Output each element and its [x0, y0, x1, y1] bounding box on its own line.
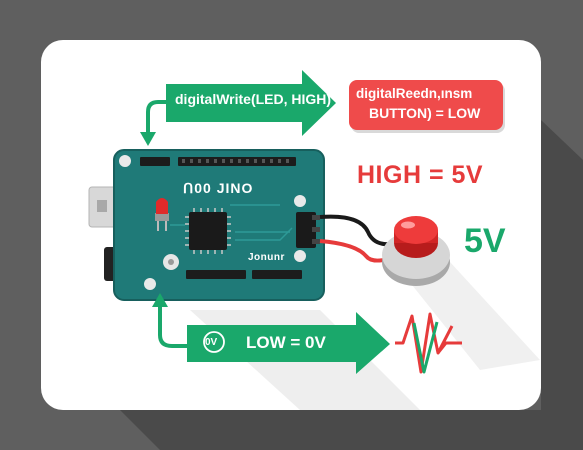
black-wire: [319, 214, 393, 247]
read-code-line2: BUTTON) = LOW: [369, 105, 481, 121]
board-name: ꓵ00 JINO: [183, 180, 254, 196]
top-arrow: [166, 70, 336, 136]
red-led: [156, 198, 168, 214]
read-code-line1: digitalReedn,ınsm: [356, 86, 473, 101]
top-arrow-connector-head: [140, 132, 156, 146]
read-code-box: [349, 80, 503, 130]
red-wire: [319, 239, 393, 263]
five-volt-label: 5V: [464, 222, 506, 260]
bottom-arrow-connector: [158, 297, 188, 348]
zero-volt-badge: [203, 331, 225, 353]
led-base: [155, 213, 169, 221]
push-button: [382, 216, 450, 286]
bottom-header-pins: [186, 270, 302, 279]
side-header: [296, 212, 316, 248]
signal-wave-green: [412, 321, 439, 374]
bottom-arrow: [187, 312, 390, 374]
top-arrow-connector: [146, 100, 168, 142]
microcontroller: [189, 212, 227, 250]
low-voltage-label: LOW = 0V: [246, 333, 326, 352]
board-small-text: Jonunr: [248, 252, 285, 263]
bottom-arrow-connector-head: [152, 293, 168, 307]
button-shadow: [400, 262, 540, 370]
high-voltage-label: HIGH = 5V: [357, 161, 484, 189]
zero-volt-badge-text: 0V: [205, 337, 218, 348]
top-arrow-label: digitalWrite(LED, HIGH): [175, 91, 332, 107]
